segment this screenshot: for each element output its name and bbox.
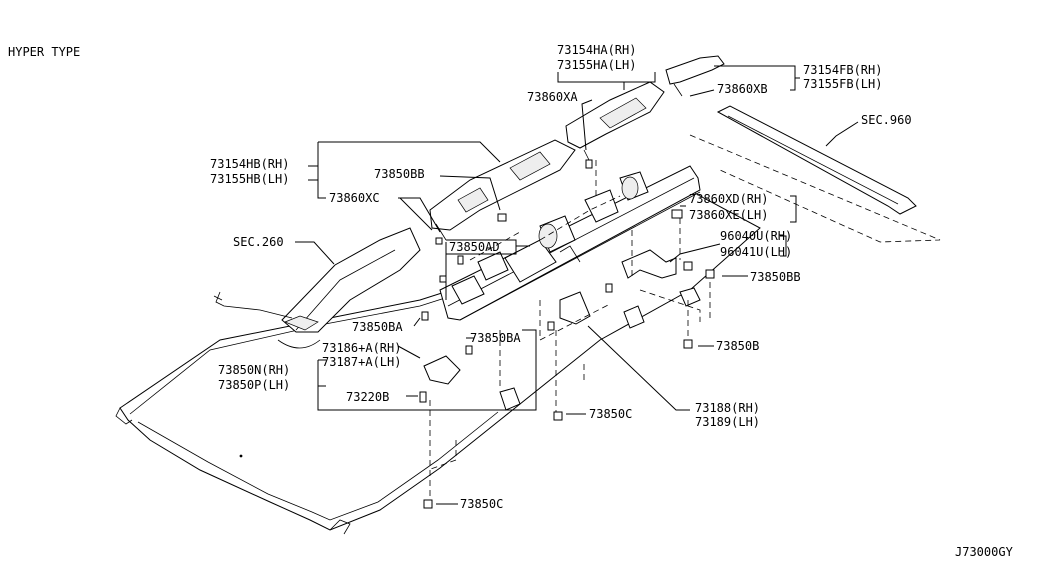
part-label-73155HA[interactable]: 73155HA(LH): [557, 58, 636, 72]
part-label-73154HA[interactable]: 73154HA(RH): [557, 43, 636, 57]
part-label-73155HB[interactable]: 73155HB(LH): [210, 172, 289, 186]
part-label-96041U[interactable]: 96041U(LH): [720, 245, 792, 259]
part-label-73154HB[interactable]: 73154HB(RH): [210, 157, 289, 171]
part-label-73186A[interactable]: 73186+A(RH): [322, 341, 401, 355]
part-label-73850BA-left[interactable]: 73850BA: [352, 320, 403, 334]
part-label-73860XB[interactable]: 73860XB: [717, 82, 768, 96]
part-label-73860XA[interactable]: 73860XA: [527, 90, 578, 104]
grab-handle-front: [429, 139, 576, 241]
assembly-dashed-lines: [427, 134, 941, 500]
part-label-73850C-mid[interactable]: 73850C: [589, 407, 632, 421]
side-clip-brackets: [423, 249, 701, 411]
part-label-73860XE[interactable]: 73860XE(LH): [689, 208, 768, 222]
leader-lines: [295, 65, 859, 505]
sec-260-map-lamp: [213, 227, 421, 333]
grab-handle-rear: [565, 81, 665, 167]
center-roof-rail-assembly: [439, 165, 701, 321]
part-label-73187A[interactable]: 73187+A(LH): [322, 355, 401, 369]
part-label-73154FB[interactable]: 73154FB(RH): [803, 63, 882, 77]
variant-label: HYPER TYPE: [8, 45, 80, 59]
part-label-73189[interactable]: 73189(LH): [695, 415, 760, 429]
section-ref-960[interactable]: SEC.960: [861, 113, 912, 127]
part-label-73850P[interactable]: 73850P(LH): [218, 378, 290, 392]
sec-960-trim-strip: [716, 105, 917, 215]
part-label-73155FB[interactable]: 73155FB(LH): [803, 77, 882, 91]
part-label-73850C-bottom[interactable]: 73850C: [460, 497, 503, 511]
part-label-73850AD[interactable]: 73850AD: [449, 240, 500, 254]
section-ref-260[interactable]: SEC.260: [233, 235, 284, 249]
part-label-73850B[interactable]: 73850B: [716, 339, 759, 353]
part-label-73850N[interactable]: 73850N(RH): [218, 363, 290, 377]
part-label-73188[interactable]: 73188(RH): [695, 401, 760, 415]
part-label-73850BB-top[interactable]: 73850BB: [374, 167, 425, 181]
part-label-73220B[interactable]: 73220B: [346, 390, 389, 404]
grab-handle-far-rear: [665, 55, 725, 97]
part-label-96040U[interactable]: 96040U(RH): [720, 229, 792, 243]
part-label-73860XC[interactable]: 73860XC: [329, 191, 380, 205]
part-label-73850BB-right[interactable]: 73850BB: [750, 270, 801, 284]
part-label-73860XD[interactable]: 73860XD(RH): [689, 192, 768, 206]
part-label-73850BA-mid[interactable]: 73850BA: [470, 331, 521, 345]
diagram-code: J73000GY: [955, 545, 1014, 559]
fastener-clips: [419, 159, 715, 509]
